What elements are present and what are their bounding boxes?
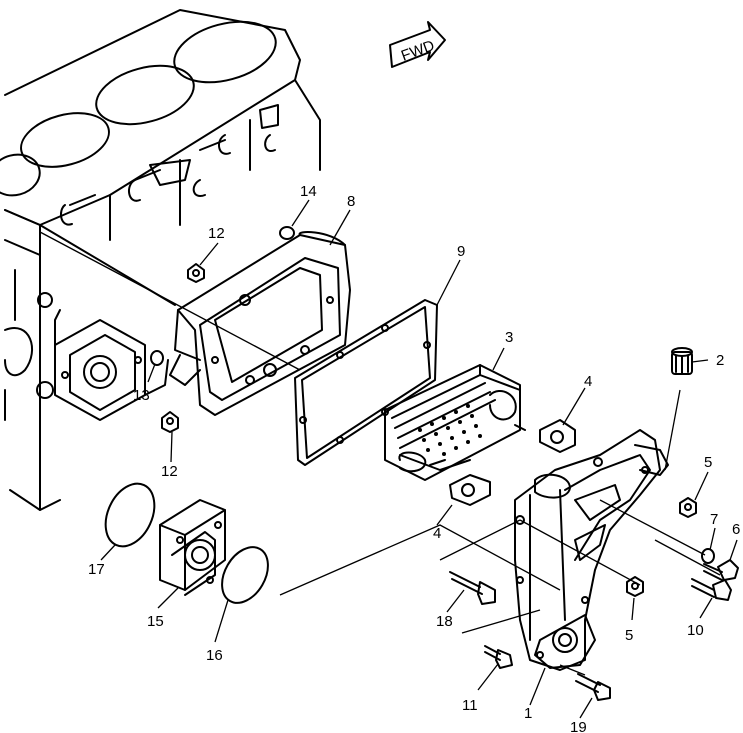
engine-block [0, 9, 321, 511]
callout-13: 13 [133, 387, 150, 404]
part-19-bolt [575, 673, 611, 701]
part-1-bracket-housing [514, 429, 669, 671]
part-17-o-ring [104, 482, 156, 548]
callout-3: 3 [505, 329, 513, 346]
callout-7: 7 [710, 511, 718, 528]
callout-2: 2 [716, 352, 724, 369]
part-6-bolt [703, 559, 739, 581]
part-11-bolt [484, 645, 513, 669]
part-13-o-ring [150, 350, 164, 366]
part-3-cooler-core [384, 364, 526, 481]
callout-12-lower: 12 [161, 463, 178, 480]
callout-labels: 2 3 4 4 5 5 7 6 8 9 10 11 12 12 13 14 15… [88, 183, 740, 733]
part-12-plug-upper [187, 263, 205, 283]
callout-12-upper: 12 [208, 225, 225, 242]
callout-6: 6 [732, 521, 740, 538]
callout-4-lower: 4 [433, 525, 441, 542]
callout-11: 11 [462, 697, 478, 714]
leader-lines [100, 199, 738, 719]
callout-18: 18 [436, 613, 453, 630]
part-16-o-ring [221, 546, 269, 604]
fwd-label: FWD [399, 37, 437, 65]
callout-9: 9 [457, 243, 465, 260]
part-10-bolt [691, 578, 732, 601]
part-2-plug [671, 347, 693, 375]
callout-5-lower: 5 [625, 627, 633, 644]
callout-4-upper: 4 [584, 373, 592, 390]
part-4-gasket-lower [449, 474, 491, 506]
callout-1: 1 [524, 705, 532, 722]
part-4-gasket-upper [539, 419, 576, 453]
callout-17: 17 [88, 561, 105, 578]
part-5-nut-upper [679, 497, 697, 518]
callout-14: 14 [300, 183, 317, 200]
fwd-arrow-badge: FWD [389, 21, 446, 68]
callout-19: 19 [570, 719, 587, 733]
callout-16: 16 [206, 647, 223, 664]
callout-8: 8 [347, 193, 355, 210]
part-15-adapter [159, 499, 226, 596]
callout-5-upper: 5 [704, 454, 712, 471]
part-8-cooler-cover [169, 231, 351, 416]
callout-10: 10 [687, 622, 704, 639]
part-9-gasket [294, 299, 438, 466]
part-7-washer [701, 548, 715, 564]
alignment-lines [279, 389, 721, 676]
callout-15: 15 [147, 613, 164, 630]
part-14-o-ring [279, 226, 295, 240]
part-18-bolt [449, 571, 496, 605]
part-12-plug-lower [161, 411, 179, 433]
